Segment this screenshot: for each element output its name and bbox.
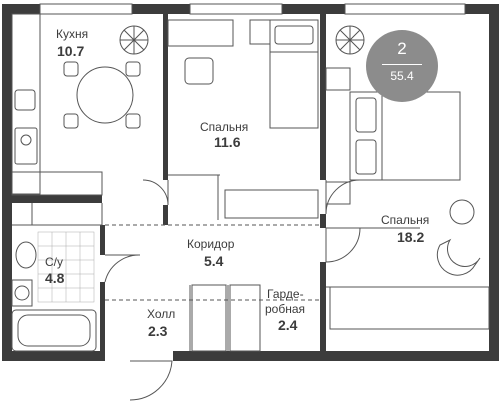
inner-walls [12, 14, 326, 361]
bathroom-tiles [37, 231, 95, 303]
hall-name: Холл [147, 307, 176, 321]
kitchen-area: 10.7 [57, 43, 85, 59]
apartment-badge: 2 55.4 [366, 30, 438, 102]
bathroom-name: С/у [45, 255, 63, 269]
bathroom-fixtures [11, 241, 97, 352]
corridor-name: Коридор [187, 237, 235, 251]
kitchen-counter [11, 13, 103, 196]
wardrobe-name-line1: Гарде- [267, 287, 304, 301]
doors [104, 179, 361, 401]
plant-icon [335, 25, 365, 55]
kitchen-name: Кухня [56, 27, 89, 41]
bedroom-1-name: Спальня [200, 120, 249, 134]
dining-table-icon [63, 61, 141, 129]
total-area: 55.4 [390, 69, 414, 83]
bathroom-area: 4.8 [45, 270, 65, 286]
badge-divider [382, 64, 422, 65]
corridor-area: 5.4 [204, 253, 224, 269]
wardrobe-name-line2: робная [265, 302, 306, 316]
bedroom-1-area: 11.6 [214, 134, 241, 150]
hall-area: 2.3 [148, 323, 168, 339]
wardrobe-hangers [191, 189, 490, 352]
bed-icon [249, 19, 319, 129]
room-count: 2 [397, 39, 407, 58]
plant-icon [119, 25, 149, 55]
armchair-icon [436, 199, 481, 276]
bedroom-2-name: Спальня [381, 213, 430, 227]
bedroom-2-area: 18.2 [397, 229, 425, 245]
wardrobe-area: 2.4 [278, 317, 298, 333]
windows [39, 3, 466, 15]
desk-icon [167, 19, 234, 85]
